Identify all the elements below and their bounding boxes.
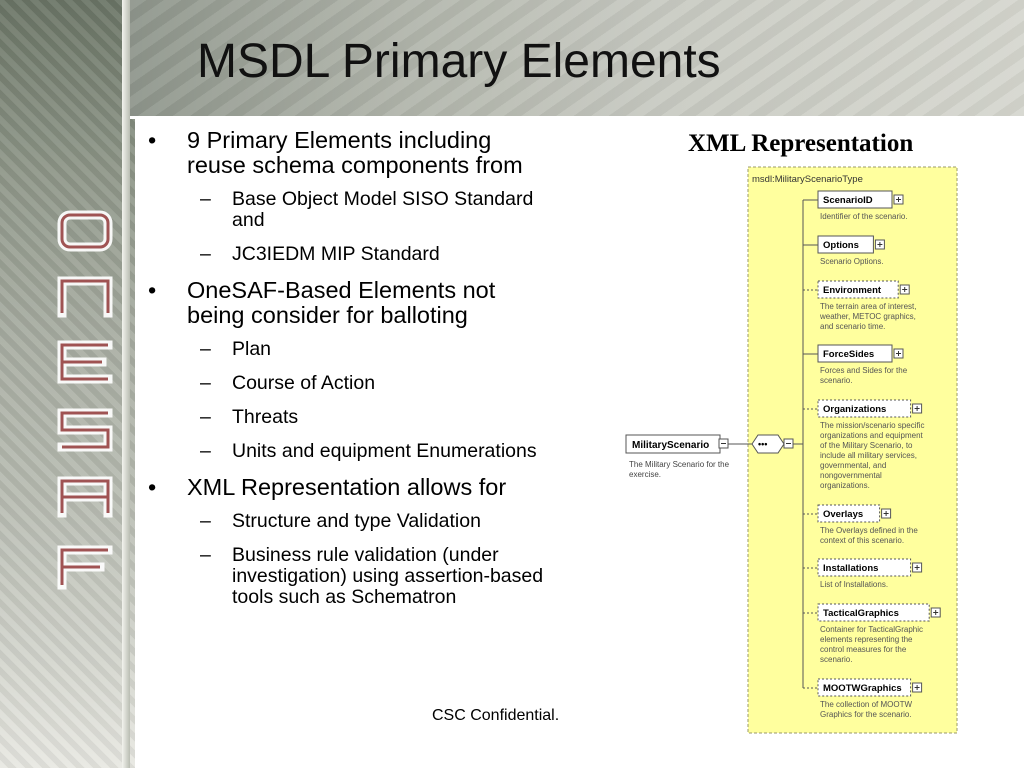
schema-element-description: elements representing the — [820, 635, 913, 644]
schema-element-label: MOOTWGraphics — [823, 683, 902, 694]
schema-element-box[interactable] — [817, 504, 881, 523]
schema-element-description: weather, METOC graphics, — [819, 312, 916, 321]
dash-marker: – — [200, 372, 211, 394]
schema-element-description: Identifier of the scenario. — [820, 212, 908, 221]
dash-marker: – — [200, 338, 211, 360]
schema-element-label: ScenarioID — [823, 195, 873, 206]
bullet-text: 9 Primary Elements including reuse schem… — [187, 127, 523, 178]
sub-bullet-item: –Base Object Model SISO Standard and — [148, 189, 548, 231]
schema-element-description: organizations. — [820, 481, 870, 490]
bullet-text: OneSAF-Based Elements not being consider… — [187, 277, 496, 328]
sub-bullet-item: –Threats — [148, 407, 548, 428]
schema-element-box[interactable] — [817, 280, 899, 299]
bullet-text: Plan — [232, 338, 272, 360]
schema-element-description: The Overlays defined in the — [820, 526, 918, 535]
bullet-text: XML Representation allows for — [187, 474, 507, 500]
dash-marker: – — [200, 544, 211, 566]
schema-element-description: The terrain area of interest, — [820, 302, 917, 311]
sub-bullet-item: –Plan — [148, 339, 548, 360]
title-divider — [130, 116, 1024, 119]
bullet-text: Threats — [232, 406, 299, 428]
footer-confidential: CSC Confidential. — [432, 707, 560, 724]
bullet-text: Business rule validation (under investig… — [232, 544, 544, 608]
schema-element-label: ForceSides — [823, 349, 874, 360]
band-edge — [122, 0, 130, 768]
schema-element-description: governmental, and — [820, 461, 886, 470]
schema-element-description: nongovernmental — [820, 471, 882, 480]
sub-bullet-item: –Units and equipment Enumerations — [148, 441, 548, 462]
schema-element-description: organizations and equipment — [820, 431, 924, 440]
schema-element-description: scenario. — [820, 655, 852, 664]
sequence-symbol: ••• — [758, 439, 767, 449]
bullet-marker: • — [148, 474, 157, 500]
schema-element-description: Scenario Options. — [820, 257, 884, 266]
bullet-list: • 9 Primary Elements including reuse sche… — [148, 128, 548, 621]
root-element-description-line-1: The Military Scenario for the — [629, 460, 730, 469]
bullet-item: • OneSAF-Based Elements not being conside… — [148, 278, 548, 328]
dash-marker: – — [200, 510, 211, 532]
xml-schema-diagram: msdl:MilitaryScenarioType MilitaryScenar… — [625, 166, 958, 734]
schema-element-label: Organizations — [823, 404, 886, 415]
schema-type-label: msdl:MilitaryScenarioType — [752, 174, 863, 185]
dash-marker: – — [200, 406, 211, 428]
sub-bullet-item: –JC3IEDM MIP Standard — [148, 244, 548, 265]
dash-marker: – — [200, 188, 211, 210]
schema-element-description: include all military services, — [820, 451, 917, 460]
sequence-compositor-icon[interactable] — [751, 434, 785, 454]
sub-bullet-item: –Structure and type Validation — [148, 511, 548, 532]
bullet-text: JC3IEDM MIP Standard — [232, 243, 440, 265]
schema-element-description: control measures for the — [820, 645, 907, 654]
schema-element-label: Overlays — [823, 509, 863, 520]
bullet-marker: • — [148, 127, 157, 153]
bullet-marker: • — [148, 277, 157, 303]
bullet-text: Units and equipment Enumerations — [232, 440, 537, 462]
root-element-label: MilitaryScenario — [632, 440, 709, 451]
title-band — [130, 0, 1024, 118]
sub-bullet-item: –Course of Action — [148, 373, 548, 394]
dash-marker: – — [200, 440, 211, 462]
schema-element-box[interactable] — [817, 678, 912, 697]
schema-element-description: List of Installations. — [820, 580, 888, 589]
left-decorative-band — [0, 0, 135, 768]
schema-children: ScenarioID Identifier of the scenario. Opt… — [802, 190, 941, 719]
dash-marker: – — [200, 243, 211, 265]
schema-element-description: of the Military Scenario, to — [820, 441, 913, 450]
schema-element-description: Container for TacticalGraphic — [820, 625, 923, 634]
bullet-text: Structure and type Validation — [232, 510, 481, 532]
schema-element-label: Options — [823, 240, 859, 251]
schema-element-description: The collection of MOOTW — [820, 700, 912, 709]
schema-element-description: and scenario time. — [820, 322, 885, 331]
sub-bullet-item: –Business rule validation (under investi… — [148, 545, 548, 608]
bullet-text: Course of Action — [232, 372, 376, 394]
onesaf-logo — [57, 210, 113, 590]
schema-element-description: Forces and Sides for the — [820, 366, 908, 375]
bullet-item: • XML Representation allows for — [148, 475, 548, 500]
schema-element-box[interactable] — [817, 235, 874, 254]
schema-element-label: TacticalGraphics — [823, 608, 899, 619]
slide-title: MSDL Primary Elements — [197, 35, 721, 88]
schema-element-box[interactable] — [817, 603, 930, 622]
xml-representation-caption: XML Representation — [688, 130, 914, 157]
schema-element-label: Installations — [823, 563, 878, 574]
schema-element-box[interactable] — [817, 558, 912, 577]
bullet-text: Base Object Model SISO Standard and — [232, 188, 534, 231]
schema-element-box[interactable] — [817, 190, 893, 209]
schema-element-description: context of this scenario. — [820, 536, 904, 545]
schema-element-description: The mission/scenario specific — [820, 421, 924, 430]
schema-element-box[interactable] — [817, 344, 893, 363]
bullet-item: • 9 Primary Elements including reuse sche… — [148, 128, 548, 178]
schema-element-description: scenario. — [820, 376, 852, 385]
schema-element-box[interactable] — [817, 399, 912, 418]
schema-element-label: Environment — [823, 285, 882, 296]
root-element-description-line-2: exercise. — [629, 470, 661, 479]
schema-element-description: Graphics for the scenario. — [820, 710, 912, 719]
